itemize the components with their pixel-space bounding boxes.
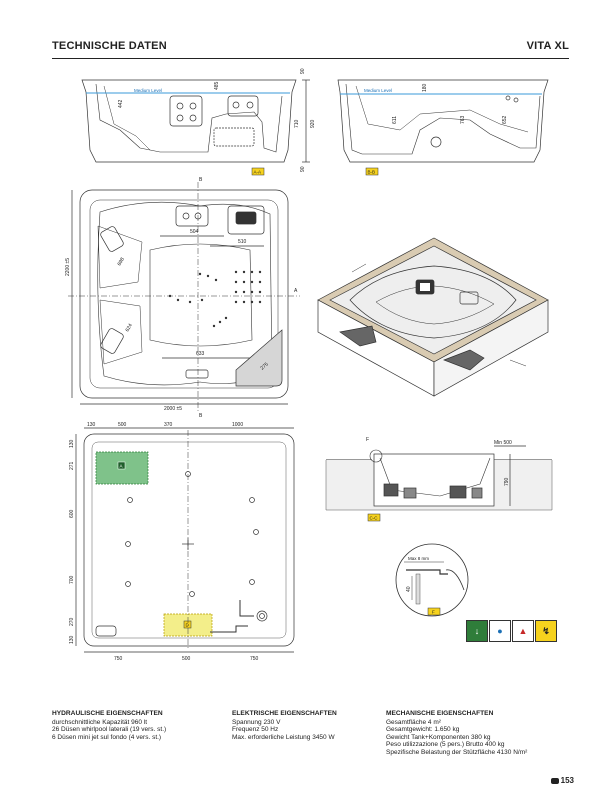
base-top-dim-2: 500 — [118, 422, 127, 428]
cc-min-label: Min 500 — [494, 440, 512, 446]
cc-dim-790: 790 — [504, 477, 510, 486]
base-view-drawing — [75, 427, 295, 653]
base-bottom-dim-1: 750 — [114, 656, 123, 662]
mechanical-line: Spezifische Belastung der Stützfläche 41… — [386, 748, 528, 756]
hydraulic-line: durchschnittliche Kapazität 960 lt — [52, 718, 148, 726]
section-cc-drawing — [325, 445, 553, 511]
hydraulic-line: 6 Düsen mini jet sul fondo (4 vers. st.) — [52, 733, 162, 741]
top-dim-624: 624 — [125, 323, 134, 333]
cc-tag-box — [367, 513, 381, 522]
zone-a-label: A — [120, 464, 123, 469]
base-top-dim-4: 1000 — [232, 422, 243, 428]
product-name: VITA XL — [526, 40, 569, 52]
bb-dim-763: 763 — [460, 115, 466, 124]
aa-dim-710: 710 — [294, 119, 300, 128]
top-width-label: 2000 ±5 — [164, 406, 182, 412]
bb-dim-652: 652 — [502, 115, 508, 124]
base-side-dim-2: 271 — [69, 461, 75, 470]
detail-dim-40: 40 — [406, 586, 412, 592]
top-dim-504: 504 — [190, 229, 199, 235]
aa-tag: A-A — [254, 170, 262, 175]
base-side-dim-3: 600 — [69, 509, 75, 518]
aa-water-label: Medium Level — [134, 88, 162, 93]
base-top-dim-3: 370 — [164, 422, 173, 428]
isometric-drawing — [317, 237, 549, 397]
energy-icon: ↯ — [535, 620, 557, 642]
mechanical-line: Gesamtfläche 4 m² — [386, 718, 441, 726]
top-dim-275: 275 — [259, 361, 269, 371]
section-bb-drawing — [337, 79, 549, 163]
bb-dim-180: 180 — [422, 83, 428, 92]
base-top-dim-1: 130 — [87, 422, 96, 428]
electrical-line: Spannung 230 V — [232, 718, 281, 726]
top-view-drawing — [68, 182, 300, 412]
electrical-line: Max. erforderliche Leistung 3450 W — [232, 733, 335, 741]
page-title: TECHNISCHE DATEN — [52, 40, 167, 52]
certification-icons: ↓ ● ▲ ↯ — [466, 620, 560, 642]
top-dim-510: 510 — [238, 239, 247, 245]
bb-tag: B-B — [368, 170, 376, 175]
aa-dim-442: 442 — [118, 99, 124, 108]
hydraulic-heading: HYDRAULISCHE EIGENSCHAFTEN — [52, 710, 163, 717]
top-dim-698: 698 — [117, 257, 126, 267]
mechanical-line: Peso utilizzazione (5 pers.) Brutto 400 … — [386, 741, 505, 749]
detail-max-label: Max 8 mm — [408, 556, 429, 561]
aa-dim-920: 920 — [310, 119, 316, 128]
aa-tag-box — [251, 167, 265, 176]
base-side-dim-4: 700 — [69, 575, 75, 584]
aa-dim-485: 485 — [214, 81, 220, 90]
cc-marker-f: F — [366, 437, 369, 443]
base-bottom-dim-3: 750 — [250, 656, 259, 662]
mechanical-line: Gesamtgewicht: 1.650 kg — [386, 726, 460, 734]
base-bottom-dim-2: 500 — [182, 656, 191, 662]
top-dim-633: 633 — [196, 351, 205, 357]
section-aa-drawing — [81, 79, 310, 163]
cc-tag: C-C — [370, 516, 379, 521]
bb-water-label: Medium Level — [364, 88, 392, 93]
mechanical-specs: MECHANISCHE EIGENSCHAFTEN Gesamtfläche 4… — [386, 710, 527, 757]
hydraulic-specs: HYDRAULISCHE EIGENSCHAFTEN durchschnittl… — [52, 710, 166, 741]
warning-icon: ▲ — [512, 620, 534, 642]
drain-icon: ↓ — [466, 620, 488, 642]
aa-dim-top: 90 — [300, 68, 306, 74]
base-side-dim-5: 270 — [69, 617, 75, 626]
electrical-line: Frequenz 50 Hz — [232, 726, 279, 734]
bb-dim-611: 611 — [392, 116, 398, 124]
base-side-dim-1: 130 — [69, 439, 75, 448]
top-height-label: 2200 ±5 — [65, 258, 71, 276]
mechanical-heading: MECHANISCHE EIGENSCHAFTEN — [386, 710, 494, 717]
aa-dim-bottom: 90 — [300, 166, 306, 172]
electrical-heading: ELEKTRISCHE EIGENSCHAFTEN — [232, 710, 337, 717]
bb-tag-box — [365, 167, 379, 176]
page-number: 153 — [550, 776, 574, 785]
bottom-marker-b: B — [199, 413, 203, 419]
electrical-specs: ELEKTRISCHE EIGENSCHAFTEN Spannung 230 V… — [232, 710, 337, 741]
hydraulic-line: 26 Düsen whirlpool laterali (19 vers. st… — [52, 726, 167, 734]
top-marker-b: B — [199, 177, 203, 183]
mechanical-line: Gewicht Tank+Komponenten 380 kg — [386, 733, 491, 741]
brand-logo-icon — [550, 777, 559, 784]
header-rule — [52, 58, 569, 59]
side-marker-a: A — [294, 288, 298, 294]
base-side-dim-6: 130 — [69, 635, 75, 644]
detail-f-drawing — [395, 543, 469, 617]
detail-tag: F — [432, 610, 435, 615]
detail-tag-box — [427, 607, 441, 616]
page-number-text: 153 — [560, 776, 574, 785]
water-icon: ● — [489, 620, 511, 642]
zone-d-label: D — [186, 623, 190, 628]
